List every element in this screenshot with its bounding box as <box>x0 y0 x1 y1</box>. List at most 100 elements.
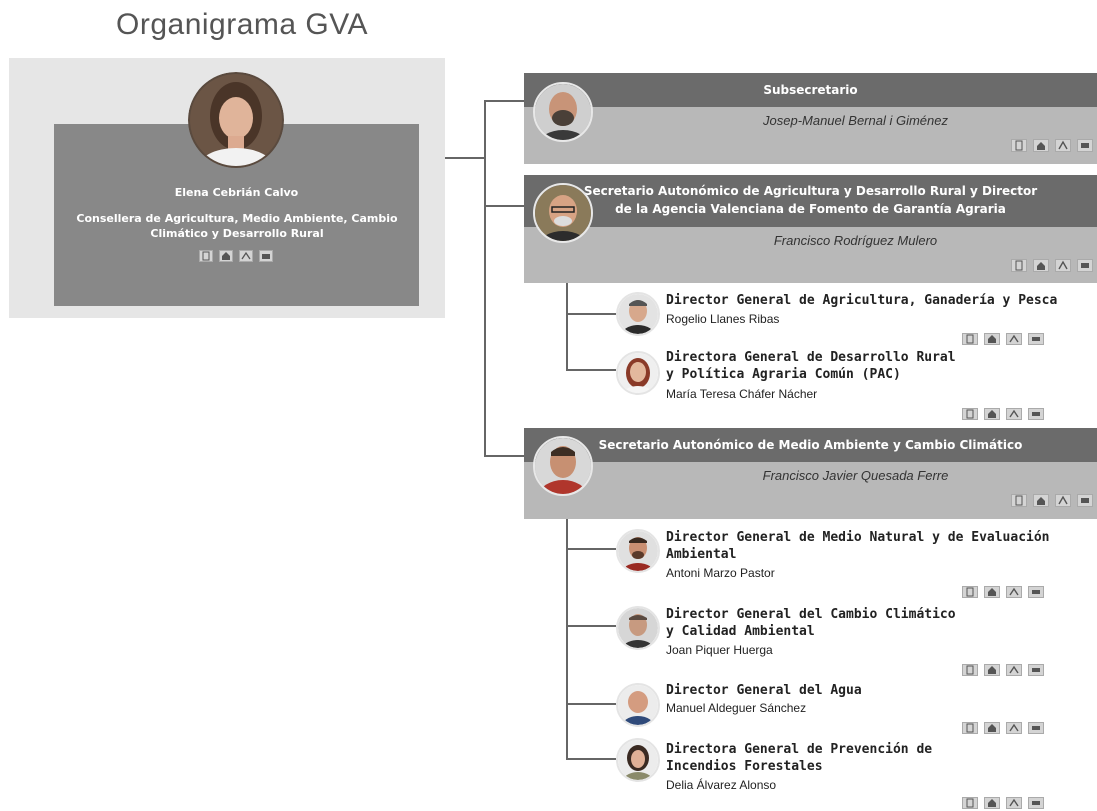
connector-line <box>566 282 568 370</box>
connector-line <box>445 157 485 159</box>
secretary-title: Secretario Autonómico de Medio Ambiente … <box>524 428 1097 462</box>
director-name: Rogelio Llanes Ribas <box>666 312 780 326</box>
director-title[interactable]: Director General de Agricultura, Ganader… <box>666 293 1058 308</box>
mail-icon[interactable] <box>259 250 273 262</box>
mail-icon[interactable] <box>1028 586 1044 598</box>
secretary-avatar[interactable] <box>533 183 593 243</box>
signature-icon[interactable] <box>1006 586 1022 598</box>
home-icon[interactable] <box>984 333 1000 345</box>
director-icons <box>962 586 1044 598</box>
director-avatar[interactable] <box>616 529 660 573</box>
document-icon[interactable] <box>962 586 978 598</box>
connector-line <box>484 455 524 457</box>
home-icon[interactable] <box>984 408 1000 420</box>
home-icon[interactable] <box>1033 259 1049 272</box>
secretary-title-line1: Secretario Autonómico de Agricultura y D… <box>583 184 1038 198</box>
document-icon[interactable] <box>962 333 978 345</box>
signature-icon[interactable] <box>1055 259 1071 272</box>
connector-line <box>484 100 524 102</box>
mail-icon[interactable] <box>1077 139 1093 152</box>
signature-icon[interactable] <box>1006 797 1022 809</box>
secretary-title: Subsecretario <box>524 73 1097 107</box>
home-icon[interactable] <box>984 664 1000 676</box>
director-title[interactable]: Director General de Medio Natural y de E… <box>666 530 1050 562</box>
secretary-card-medio-ambiente: Secretario Autonómico de Medio Ambiente … <box>524 428 1097 519</box>
secretary-avatar[interactable] <box>533 436 593 496</box>
signature-icon[interactable] <box>1055 494 1071 507</box>
connector-line <box>566 369 616 371</box>
director-icons <box>962 797 1044 809</box>
signature-icon[interactable] <box>1006 664 1022 676</box>
secretary-name[interactable]: Francisco Rodríguez Mulero <box>773 233 938 248</box>
director-title[interactable]: Director General del Agua <box>666 683 862 698</box>
home-icon[interactable] <box>984 586 1000 598</box>
secretary-name[interactable]: Josep-Manuel Bernal i Giménez <box>763 113 948 128</box>
home-icon[interactable] <box>1033 494 1049 507</box>
mail-icon[interactable] <box>1028 333 1044 345</box>
director-name: Delia Álvarez Alonso <box>666 778 777 792</box>
connector-line <box>566 313 616 315</box>
mail-icon[interactable] <box>1028 408 1044 420</box>
director-name: Manuel Aldeguer Sánchez <box>666 701 807 715</box>
director-item: Directora General de Prevención de Incen… <box>566 738 1086 811</box>
director-avatar[interactable] <box>616 351 660 395</box>
consellera-avatar[interactable] <box>188 72 284 168</box>
director-name: Antoni Marzo Pastor <box>666 566 775 580</box>
director-item: Director General del Agua Manuel Aldegue… <box>566 682 1086 734</box>
director-icons <box>962 333 1044 345</box>
document-icon[interactable] <box>1011 494 1027 507</box>
director-avatar[interactable] <box>616 606 660 650</box>
document-icon[interactable] <box>962 408 978 420</box>
document-icon[interactable] <box>962 722 978 734</box>
director-title[interactable]: Director General del Cambio Climático y … <box>666 607 956 639</box>
consellera-role: Consellera de Agricultura, Medio Ambient… <box>76 212 398 240</box>
connector-line <box>566 703 616 705</box>
consellera-icons <box>199 250 273 262</box>
connector-line <box>566 625 616 627</box>
mail-icon[interactable] <box>1077 494 1093 507</box>
mail-icon[interactable] <box>1028 664 1044 676</box>
signature-icon[interactable] <box>1055 139 1071 152</box>
director-avatar[interactable] <box>616 738 660 782</box>
secretary-title-line2: de la Agencia Valenciana de Fomento de G… <box>615 202 1006 216</box>
mail-icon[interactable] <box>1028 797 1044 809</box>
secretary-avatar[interactable] <box>533 82 593 142</box>
secretary-icons <box>1011 259 1093 272</box>
director-name: María Teresa Cháfer Nácher <box>666 387 818 401</box>
director-title[interactable]: Directora General de Prevención de Incen… <box>666 742 933 774</box>
director-avatar[interactable] <box>616 683 660 727</box>
connector-line <box>566 519 568 759</box>
document-icon[interactable] <box>962 664 978 676</box>
home-icon[interactable] <box>984 797 1000 809</box>
signature-icon[interactable] <box>239 250 253 262</box>
director-item: Directora General de Desarrollo Rural y … <box>566 349 1086 420</box>
director-name: Joan Piquer Huerga <box>666 643 773 657</box>
director-item: Director General de Agricultura, Ganader… <box>566 292 1086 345</box>
director-title[interactable]: Directora General de Desarrollo Rural y … <box>666 350 956 382</box>
secretary-card-agricultura: Secretario Autonómico de Agricultura y D… <box>524 175 1097 283</box>
mail-icon[interactable] <box>1077 259 1093 272</box>
document-icon[interactable] <box>962 797 978 809</box>
mail-icon[interactable] <box>1028 722 1044 734</box>
connector-line <box>566 758 616 760</box>
page-title: Organigrama GVA <box>116 8 369 41</box>
director-item: Director General de Medio Natural y de E… <box>566 529 1086 599</box>
document-icon[interactable] <box>1011 139 1027 152</box>
signature-icon[interactable] <box>1006 333 1022 345</box>
director-avatar[interactable] <box>616 292 660 336</box>
secretary-name[interactable]: Francisco Javier Quesada Ferre <box>762 468 949 483</box>
director-icons <box>962 664 1044 676</box>
home-icon[interactable] <box>1033 139 1049 152</box>
signature-icon[interactable] <box>1006 408 1022 420</box>
director-icons <box>962 722 1044 734</box>
signature-icon[interactable] <box>1006 722 1022 734</box>
home-icon[interactable] <box>219 250 233 262</box>
home-icon[interactable] <box>984 722 1000 734</box>
document-icon[interactable] <box>1011 259 1027 272</box>
connector-line <box>566 548 616 550</box>
secretary-title: Secretario Autonómico de Agricultura y D… <box>524 175 1097 227</box>
document-icon[interactable] <box>199 250 213 262</box>
consellera-name[interactable]: Elena Cebrián Calvo <box>174 186 299 199</box>
director-item: Director General del Cambio Climático y … <box>566 606 1086 676</box>
connector-line <box>484 100 486 456</box>
